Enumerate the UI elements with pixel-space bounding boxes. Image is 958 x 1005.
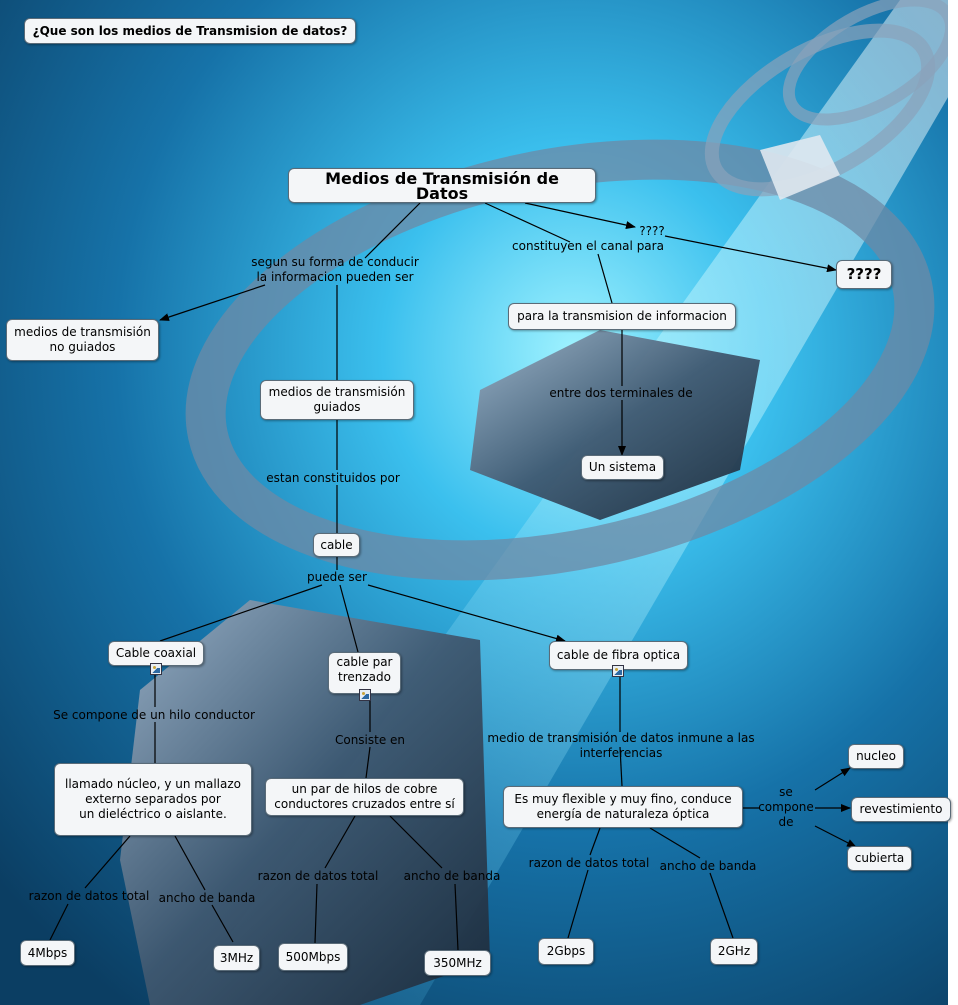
label-unknown-small: ???? [639,224,665,238]
edge-flexible-razon [589,827,601,856]
label-consiste: Consiste en [334,733,406,747]
edge-secompone-cubierta [814,825,857,848]
question-node[interactable]: ¿Que son los medios de Transmision de da… [24,18,356,44]
2gbps-node[interactable]: 2Gbps [538,938,594,965]
main-topic-node[interactable]: Medios de Transmisión de Datos [288,168,596,203]
edge-main-unknownsmall [524,202,636,229]
cable-coaxial-node[interactable]: Cable coaxial [108,641,204,666]
500mbps-node[interactable]: 500Mbps [278,943,348,971]
flexible-node[interactable]: Es muy flexible y muy fino, conduce ener… [503,786,743,828]
edge-ancho-350 [454,883,459,951]
edge-secompone-nucleo [814,767,851,791]
label-puede-ser: puede ser [307,570,367,584]
label-inmune: medio de transmisión de datos inmune a l… [487,731,755,760]
label-terminales: entre dos terminales de [549,386,693,400]
edge-puede-par [339,584,359,653]
edge-canal-para [597,253,613,304]
guiados-node[interactable]: medios de transmisión guiados [260,380,414,420]
nucleo-node[interactable]: nucleo [848,744,904,769]
cable-node[interactable]: cable [313,533,360,557]
edge-razon-2gbps [567,869,589,939]
label-forma-conducir: segun su forma de conducir la informacio… [251,255,419,284]
edge-hilos-ancho [389,815,443,869]
label-razon-par: razon de datos total [257,869,379,883]
4mbps-node[interactable]: 4Mbps [20,940,75,966]
fibra-image-icon[interactable] [612,665,624,677]
cubierta-node[interactable]: cubierta [847,846,912,871]
edge-main-canal [484,202,571,243]
label-ancho-fibra: ancho de banda [659,859,757,873]
par-hilos-node[interactable]: un par de hilos de cobre conductores cru… [265,778,464,816]
label-ancho-par: ancho de banda [403,869,501,883]
edge-flexible-ancho [649,827,701,859]
edge-inmune-flexible [619,746,623,787]
label-razon-coax: razon de datos total [28,889,150,903]
label-ancho-coax: ancho de banda [158,891,256,905]
par-trenzado-image-icon[interactable] [359,689,371,701]
para-transmision-node[interactable]: para la transmision de informacion [508,303,736,330]
3mhz-node[interactable]: 3MHz [213,945,260,971]
nucleo-mallazo-node[interactable]: llamado núcleo, y un mallazo externo sep… [54,763,252,836]
par-trenzado-node[interactable]: cable par trenzado [328,652,401,694]
2ghz-node[interactable]: 2GHz [710,938,758,965]
label-hilo-conductor: Se compone de un hilo conductor [53,708,255,722]
un-sistema-node[interactable]: Un sistema [581,455,664,480]
edge-ancho-2ghz [709,872,734,939]
edge-main-forma [364,202,421,259]
edge-razon-4mbps [49,903,69,941]
edge-unknownsmall-unknown [664,235,837,273]
coaxial-image-icon[interactable] [150,663,162,675]
edge-forma-noguiados [159,284,266,321]
edge-ancho-3mhz [211,904,234,943]
edge-razon-500 [314,883,318,944]
edge-consiste-hilos [365,746,371,779]
edge-nucleo-razon [84,835,131,889]
label-se-compone: se compone de [758,785,814,829]
no-guiados-node[interactable]: medios de transmisión no guiados [6,319,159,361]
edge-nucleo-ancho [174,835,206,891]
edge-puede-coaxial [159,584,323,642]
label-canal: constituyen el canal para [512,239,664,253]
label-razon-fibra: razon de datos total [528,856,650,870]
revestimiento-node[interactable]: revestimiento [851,797,951,822]
350mhz-node[interactable]: 350MHz [424,950,491,976]
edge-puede-fibra [367,584,566,643]
label-constituidos: estan constituidos por [266,471,400,485]
unknown-node[interactable]: ???? [836,260,892,289]
edge-hilos-razon [324,815,356,869]
